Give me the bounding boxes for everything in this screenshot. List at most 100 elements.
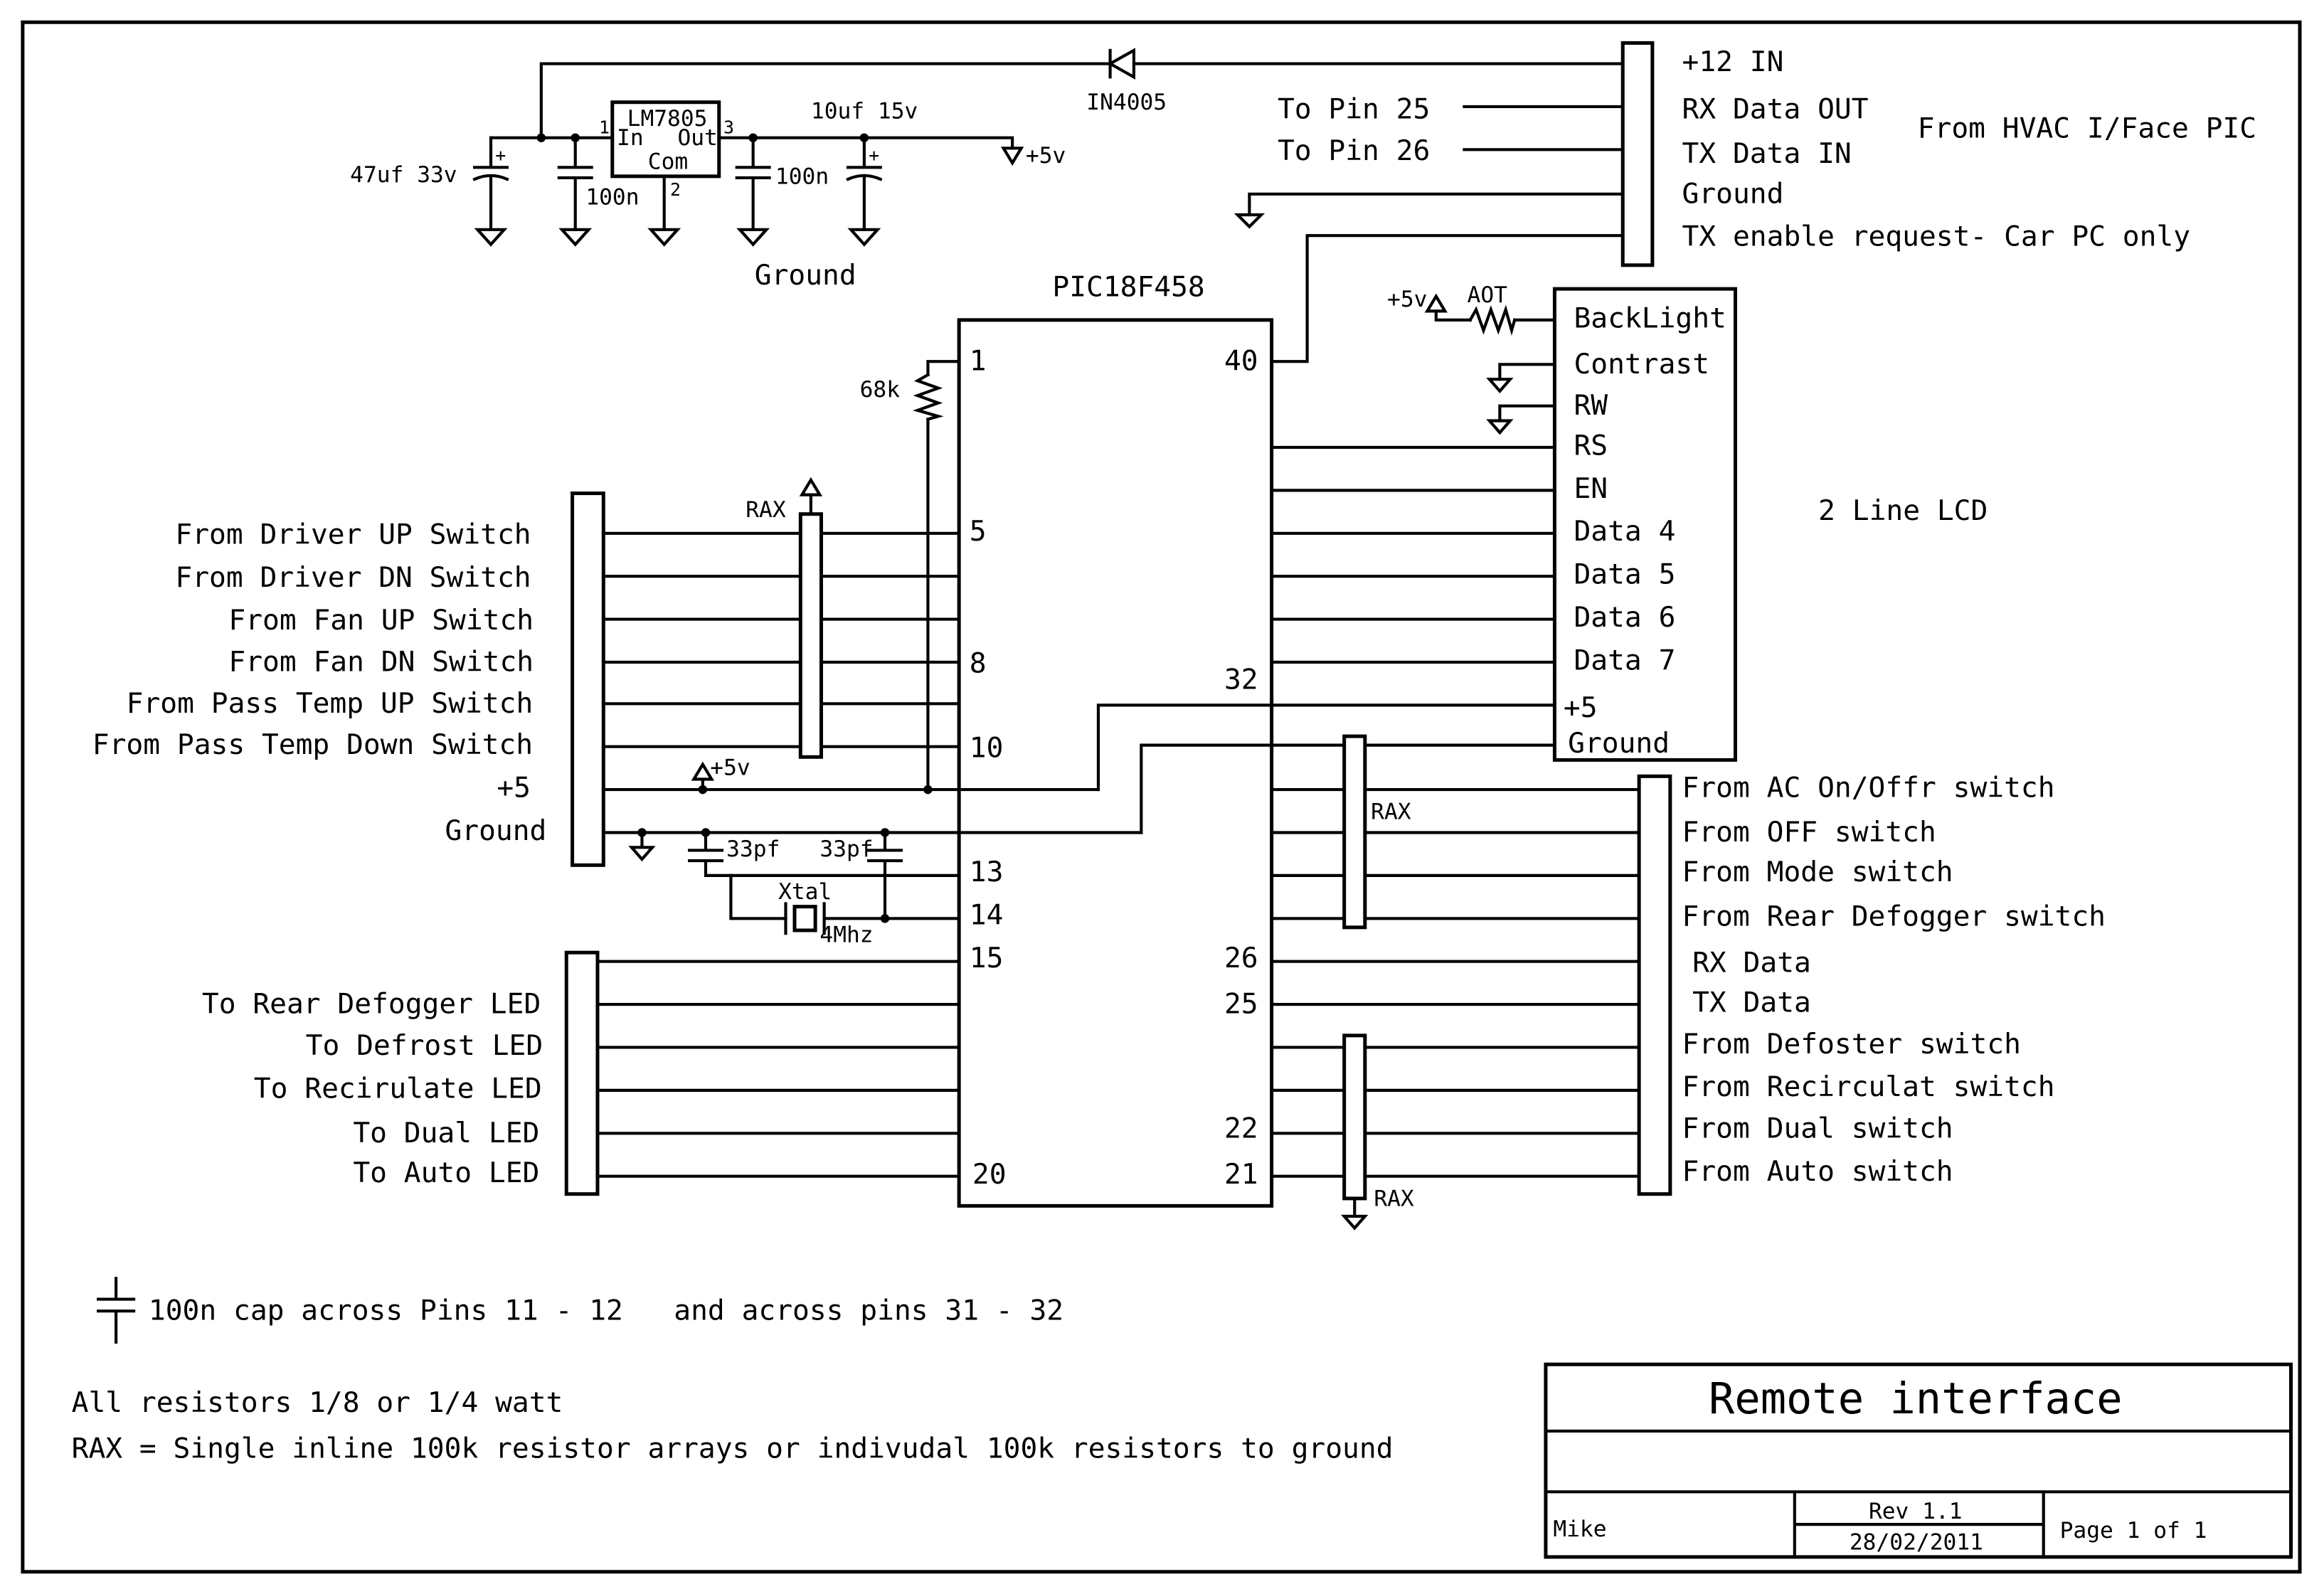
hvac-connector: +12 IN RX Data OUT TX Data IN Ground TX … <box>1233 41 2256 363</box>
right-io-label-6: From Defoster switch <box>1682 1028 2021 1061</box>
mcu-pin-21: 21 <box>1224 1158 1258 1191</box>
mcu-pin-25: 25 <box>1224 988 1258 1021</box>
right-io-label-7: From Recirculat switch <box>1682 1070 2055 1103</box>
crystal-oscillator: 33pf 33pf Xtal 4Mhz <box>688 831 961 948</box>
svg-text:+: + <box>495 145 506 166</box>
led-output-label-0: To Rear Defogger LED <box>202 988 541 1021</box>
left-input-label-3: From Fan DN Switch <box>228 645 534 678</box>
right-io-label-8: From Dual switch <box>1682 1112 1953 1145</box>
left-input-label-2: From Fan UP Switch <box>228 604 534 637</box>
drawing-date: 28/02/2011 <box>1850 1530 1983 1556</box>
connector-label-2: TX Data IN <box>1682 137 1852 170</box>
lcd-label-4: EN <box>1574 472 1608 505</box>
rax-label-left: RAX <box>746 497 786 523</box>
lcd-label-9: +5 <box>1564 691 1598 724</box>
drawing-page: Page 1 of 1 <box>2060 1518 2207 1543</box>
lcd-title: 2 Line LCD <box>1818 494 1988 527</box>
resistor-array-left <box>798 512 823 759</box>
input-electrolytic-capacitor-icon: + <box>472 136 509 247</box>
left-input-label-0: From Driver UP Switch <box>175 518 531 551</box>
note-rax: RAX = Single inline 100k resistor arrays… <box>72 1432 1394 1465</box>
capacitor-note-icon <box>97 1277 136 1344</box>
regulator-com-label: Com <box>648 149 688 174</box>
power-plus5-label: +5v <box>1026 143 1066 169</box>
resistor-array-lower-right <box>1342 1034 1367 1201</box>
mcu-pin-40: 40 <box>1224 345 1258 378</box>
plus5-arrow-icon <box>1000 147 1024 166</box>
regulator-in-label: In <box>617 125 644 151</box>
regulator-pin3: 3 <box>723 117 734 137</box>
diode-label: IN4005 <box>1086 90 1167 115</box>
mcu-pin-20: 20 <box>972 1158 1007 1191</box>
mcu-pin-26: 26 <box>1224 942 1258 974</box>
note-resistors: All resistors 1/8 or 1/4 watt <box>72 1386 563 1419</box>
input-100n-label: 100n <box>585 184 639 210</box>
lcd-label-6: Data 5 <box>1574 558 1675 591</box>
lcd-label-0: BackLight <box>1574 302 1726 334</box>
microcontroller: PIC18F458 1 5 8 10 13 14 15 20 40 32 26 … <box>860 271 1274 1208</box>
lcd-label-10: Ground <box>1568 727 1670 760</box>
led-output-label-1: To Defrost LED <box>306 1029 543 1062</box>
connector-label-3: Ground <box>1682 177 1784 210</box>
right-io-label-1: From OFF switch <box>1682 816 1936 849</box>
regulator-pin2: 2 <box>670 179 681 200</box>
mcu-pin-13: 13 <box>970 856 1004 888</box>
svg-text:+: + <box>869 145 879 166</box>
crystal-cap1-label: 33pf <box>726 836 780 862</box>
led-output-label-2: To Recirulate LED <box>254 1072 542 1105</box>
led-output-connector: To Rear Defogger LED To Defrost LED To R… <box>202 950 961 1196</box>
lcd-label-5: Data 4 <box>1574 515 1675 548</box>
mcu-pin-1: 1 <box>970 345 987 378</box>
right-io-label-5: TX Data <box>1692 986 1811 1019</box>
lcd-label-7: Data 6 <box>1574 601 1675 634</box>
drawing-author: Mike <box>1553 1516 1606 1542</box>
pullup-resistor-icon <box>913 373 944 421</box>
to-pin26-label: To Pin 26 <box>1278 134 1430 167</box>
drawing-revision: Rev 1.1 <box>1869 1499 1963 1524</box>
lcd-module: BackLight Contrast RW RS EN Data 4 Data … <box>1096 282 1988 834</box>
mcu-pin-8: 8 <box>970 647 987 680</box>
led-output-label-4: To Auto LED <box>353 1157 539 1189</box>
rax-label-upper-right: RAX <box>1371 799 1411 825</box>
right-io-label-3: From Rear Defogger switch <box>1682 900 2106 933</box>
right-io-label-4: RX Data <box>1692 946 1811 979</box>
title-block: Remote interface Mike Rev 1.1 28/02/2011… <box>1544 1362 2293 1559</box>
lcd-label-2: RW <box>1574 389 1608 422</box>
mcu-name: PIC18F458 <box>1052 271 1204 304</box>
right-io-label-2: From Mode switch <box>1682 856 1953 888</box>
right-io-connector: RAX RAX From AC On/Offr switch From OFF … <box>1270 734 2106 1231</box>
regulator-name: LM7805 <box>627 106 708 132</box>
diode-icon <box>1107 48 1136 80</box>
lcd-resistor-label: AOT <box>1468 282 1508 308</box>
connector-label-0: +12 IN <box>1682 46 1784 78</box>
lcd-plus5-label: +5v <box>1387 287 1427 312</box>
drawing-title: Remote interface <box>1709 1374 2123 1424</box>
mcu-pin-10: 10 <box>970 731 1004 764</box>
left-input-label-4: From Pass Temp UP Switch <box>127 687 534 720</box>
right-io-label-9: From Auto switch <box>1682 1155 1953 1188</box>
connector-label-4: TX enable request- Car PC only <box>1682 220 2191 253</box>
led-output-label-3: To Dual LED <box>353 1117 539 1149</box>
to-pin25-label: To Pin 25 <box>1278 93 1430 126</box>
power-ground-label: Ground <box>755 259 856 292</box>
crystal-name-label: Xtal <box>778 879 832 905</box>
left-input-label-6: +5 <box>497 772 531 804</box>
crystal-icon <box>784 902 826 935</box>
pullup-resistor-label: 68k <box>860 377 901 403</box>
lcd-label-8: Data 7 <box>1574 644 1675 676</box>
note-capacitor: 100n cap across Pins 11 - 12 and across … <box>149 1295 1063 1327</box>
output-electrolytic-capacitor-icon: + <box>846 136 883 247</box>
mcu-pin-32: 32 <box>1224 663 1258 696</box>
crystal-freq-label: 4Mhz <box>819 923 873 948</box>
rax-label-lower-right: RAX <box>1374 1186 1414 1211</box>
input-capacitor-label: 47uf 33v <box>350 162 457 188</box>
output-ceramic-capacitor-icon <box>735 136 771 247</box>
left-input-label-1: From Driver DN Switch <box>175 561 531 594</box>
mcu-pin-5: 5 <box>970 515 987 548</box>
backlight-resistor-icon <box>1468 304 1517 336</box>
left-input-label-7: Ground <box>445 814 546 847</box>
hvac-source-label: From HVAC I/Face PIC <box>1918 112 2256 145</box>
mcu-pin-15: 15 <box>970 942 1004 974</box>
left-input-connector: +5v RAX From Driver UP Switch From Drive… <box>92 477 1143 867</box>
connector-label-1: RX Data OUT <box>1682 93 1869 126</box>
